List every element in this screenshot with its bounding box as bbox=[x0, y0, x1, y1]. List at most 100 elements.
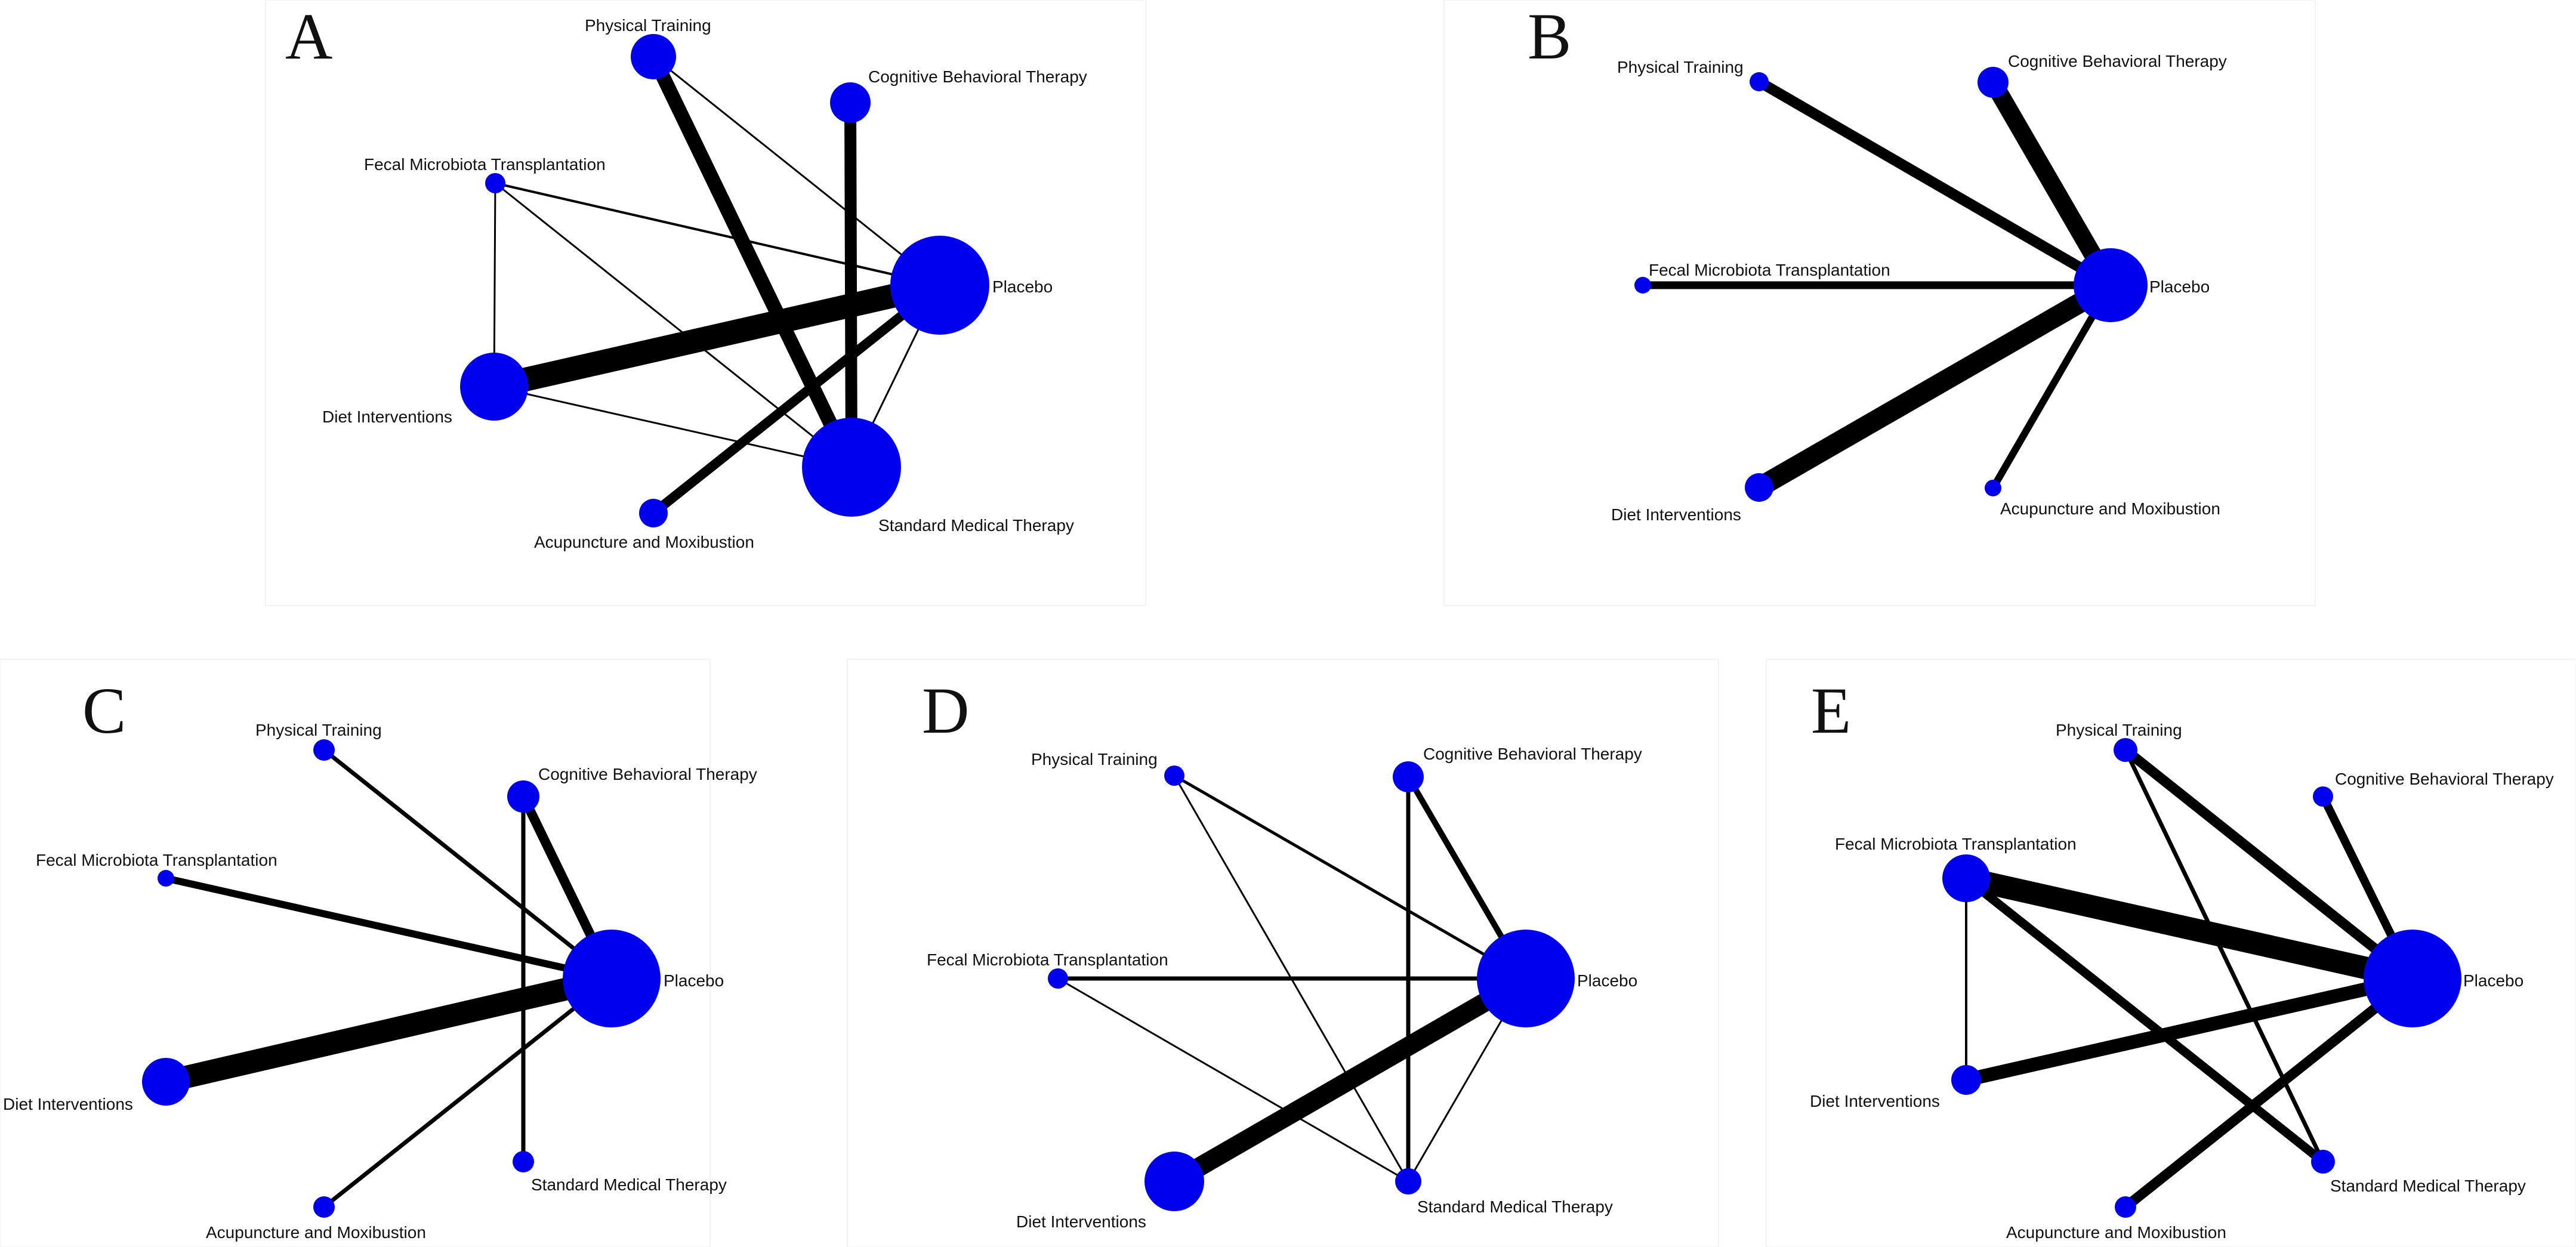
node-diet bbox=[1144, 1152, 1204, 1211]
node-label-pt: Physical Training bbox=[1031, 750, 1158, 768]
node-label-acu: Acupuncture and Moxibustion bbox=[206, 1223, 426, 1242]
edge-pt-smt bbox=[2123, 749, 2325, 1163]
node-cbt bbox=[830, 82, 871, 123]
node-fmt bbox=[1942, 854, 1990, 902]
node-cbt bbox=[2313, 786, 2333, 807]
node-label-cbt: Cognitive Behavioral Therapy bbox=[2008, 52, 2227, 70]
edge-pt-pla bbox=[2122, 746, 2416, 983]
network-edges bbox=[1963, 746, 2417, 1211]
node-pla bbox=[890, 236, 989, 335]
edge-fmt-smt bbox=[495, 182, 852, 468]
edge-fmt-pla bbox=[165, 875, 613, 982]
edge-acu-pla bbox=[650, 281, 943, 517]
node-smt bbox=[513, 1151, 534, 1172]
node-label-smt: Standard Medical Therapy bbox=[2330, 1177, 2526, 1195]
node-pla bbox=[2074, 248, 2148, 322]
node-pla bbox=[1477, 930, 1575, 1027]
edge-acu-pla bbox=[2122, 974, 2416, 1211]
node-cbt bbox=[1393, 761, 1424, 792]
node-pla bbox=[563, 930, 661, 1027]
node-cbt bbox=[507, 780, 539, 813]
panel-background bbox=[1443, 0, 2316, 606]
node-label-pla: Placebo bbox=[664, 971, 724, 990]
node-label-fmt: Fecal Microbiota Transplantation bbox=[1835, 835, 2077, 853]
network-edges bbox=[163, 748, 616, 1209]
edge-pt-pla bbox=[1756, 77, 2114, 290]
panel-background bbox=[265, 0, 1146, 606]
node-acu bbox=[639, 499, 668, 527]
edge-cbt-pla bbox=[1985, 78, 2118, 290]
node-label-smt: Standard Medical Therapy bbox=[531, 1175, 727, 1194]
node-diet bbox=[460, 353, 528, 421]
node-label-fmt: Fecal Microbiota Transplantation bbox=[927, 950, 1168, 969]
node-label-diet: Diet Interventions bbox=[3, 1095, 133, 1113]
node-diet bbox=[1951, 1065, 1981, 1095]
node-label-smt: Standard Medical Therapy bbox=[878, 516, 1074, 535]
node-label-pt: Physical Training bbox=[255, 721, 382, 739]
node-pt bbox=[631, 34, 676, 79]
edge-diet-smt bbox=[493, 385, 852, 468]
panel-background bbox=[1766, 659, 2576, 1247]
edge-diet-pla bbox=[163, 967, 615, 1093]
edge-diet-pla bbox=[1170, 970, 1531, 1190]
node-pt bbox=[313, 739, 335, 761]
edge-fmt-smt bbox=[1057, 977, 1409, 1183]
edge-acu-pla bbox=[1989, 283, 2114, 490]
node-label-fmt: Fecal Microbiota Transplantation bbox=[1649, 261, 1890, 279]
edge-fmt-smt bbox=[1963, 875, 2326, 1165]
edge-pt-pla bbox=[653, 55, 940, 286]
node-smt bbox=[802, 418, 901, 517]
edge-diet-pla bbox=[491, 273, 943, 399]
node-smt bbox=[1395, 1168, 1421, 1194]
panel-letter: B bbox=[1528, 0, 1571, 73]
panel-background bbox=[847, 659, 1719, 1247]
node-pt bbox=[2114, 738, 2137, 762]
panel-letter: C bbox=[82, 674, 126, 747]
node-label-pla: Placebo bbox=[992, 277, 1053, 296]
node-label-pla: Placebo bbox=[1577, 971, 1637, 990]
node-cbt bbox=[1977, 67, 2009, 98]
node-label-pt: Physical Training bbox=[2056, 721, 2182, 739]
edge-pt-pla bbox=[1173, 774, 1527, 980]
node-label-diet: Diet Interventions bbox=[1810, 1092, 1940, 1110]
node-fmt bbox=[1048, 968, 1068, 989]
edge-diet-pla bbox=[1964, 971, 2414, 1087]
node-label-cbt: Cognitive Behavioral Therapy bbox=[538, 765, 757, 783]
edge-diet-pla bbox=[1754, 276, 2116, 496]
network-edges bbox=[1057, 774, 1531, 1190]
node-label-smt: Standard Medical Therapy bbox=[1417, 1197, 1613, 1216]
node-label-pt: Physical Training bbox=[585, 16, 711, 35]
node-label-fmt: Fecal Microbiota Transplantation bbox=[36, 851, 277, 869]
node-fmt bbox=[158, 870, 174, 887]
edge-fmt-pla bbox=[1963, 867, 2415, 990]
node-label-cbt: Cognitive Behavioral Therapy bbox=[868, 67, 1087, 86]
node-label-acu: Acupuncture and Moxibustion bbox=[2006, 1223, 2226, 1242]
network-edges bbox=[491, 53, 943, 517]
edge-acu-pla bbox=[322, 977, 613, 1209]
edge-fmt-pla bbox=[495, 182, 940, 286]
panel-letter: E bbox=[1811, 674, 1851, 747]
node-label-acu: Acupuncture and Moxibustion bbox=[2000, 499, 2220, 518]
edge-cbt-smt bbox=[844, 102, 857, 468]
node-label-diet: Diet Interventions bbox=[1611, 505, 1741, 524]
network-edges bbox=[1643, 77, 2118, 496]
node-pt bbox=[1164, 766, 1184, 786]
node-label-diet: Diet Interventions bbox=[322, 408, 452, 426]
node-label-pla: Placebo bbox=[2463, 971, 2523, 990]
panel-letter: A bbox=[285, 0, 332, 73]
node-diet bbox=[1745, 473, 1773, 502]
node-acu bbox=[313, 1196, 335, 1218]
edge-pt-pla bbox=[322, 748, 613, 980]
panel-letter: D bbox=[922, 674, 969, 747]
node-label-acu: Acupuncture and Moxibustion bbox=[534, 533, 754, 551]
